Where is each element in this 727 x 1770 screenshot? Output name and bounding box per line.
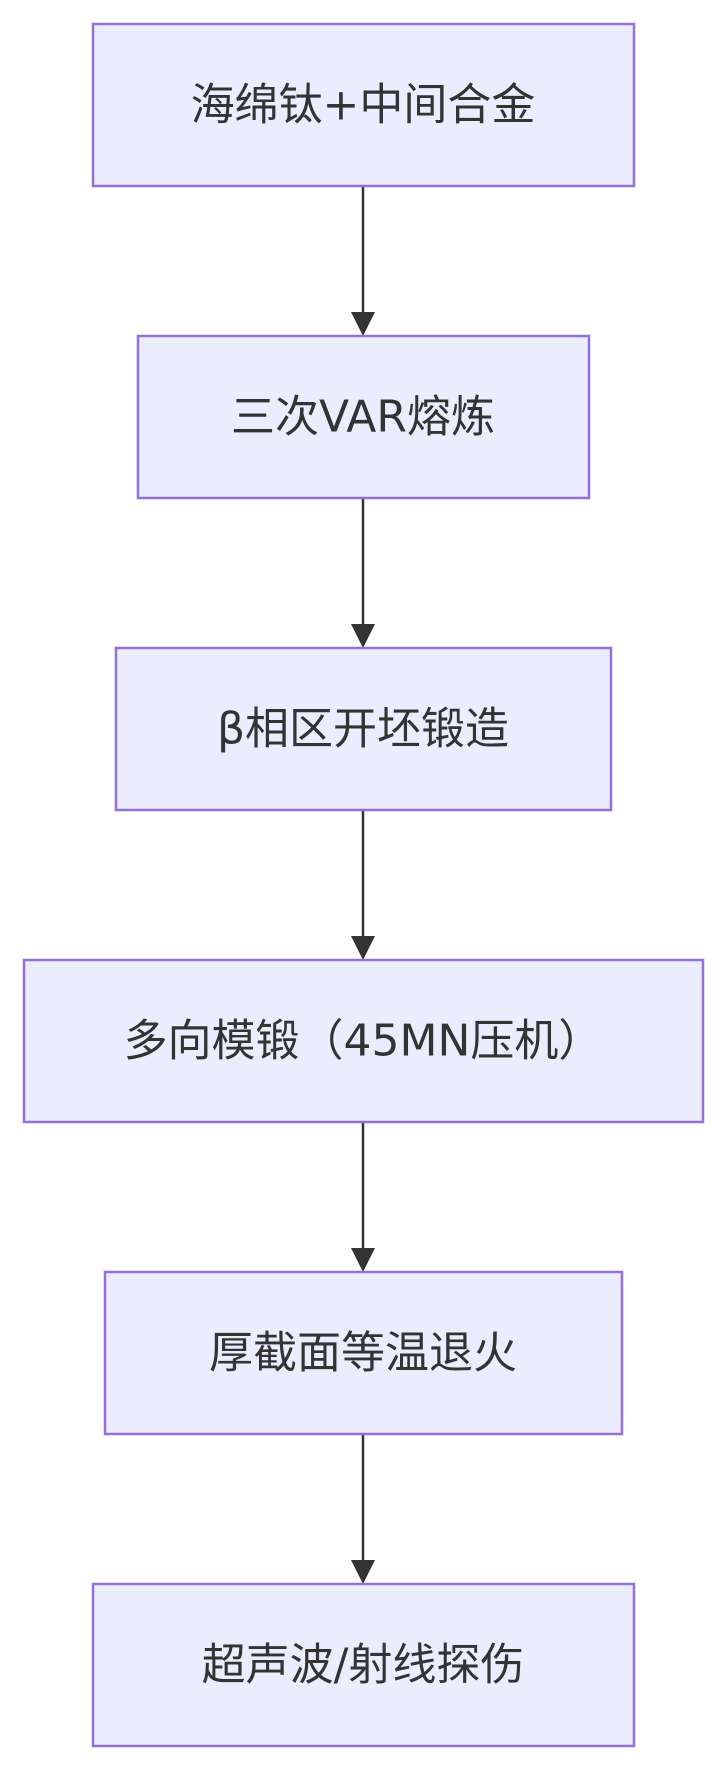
arrowhead-icon (351, 624, 375, 648)
node-label: 多向模锻（45MN压机） (124, 1016, 603, 1067)
arrowhead-icon (351, 312, 375, 336)
node-label: 超声波/射线探伤 (202, 1640, 525, 1691)
edge-n3-n4 (351, 810, 375, 960)
node-label: 三次VAR熔炼 (231, 392, 495, 443)
flow-node-ndt-inspection: 超声波/射线探伤 (91, 1582, 636, 1748)
arrowhead-icon (351, 1248, 375, 1272)
node-label: 海绵钛+中间合金 (191, 80, 536, 131)
edge-n2-n3 (351, 498, 375, 648)
edge-n1-n2 (351, 186, 375, 336)
arrowhead-icon (351, 936, 375, 960)
flow-node-multidirectional-die-forging: 多向模锻（45MN压机） (22, 958, 705, 1124)
edge-n4-n5 (351, 1122, 375, 1272)
flow-node-beta-forging: β相区开坯锻造 (114, 646, 613, 812)
flow-node-sponge-titanium: 海绵钛+中间合金 (91, 22, 636, 188)
node-label: β相区开坯锻造 (217, 704, 509, 755)
arrowhead-icon (351, 1560, 375, 1584)
flow-node-isothermal-annealing: 厚截面等温退火 (103, 1270, 624, 1436)
node-label: 厚截面等温退火 (209, 1328, 517, 1379)
flow-node-var-melting: 三次VAR熔炼 (136, 334, 591, 500)
edge-n5-n6 (351, 1434, 375, 1584)
